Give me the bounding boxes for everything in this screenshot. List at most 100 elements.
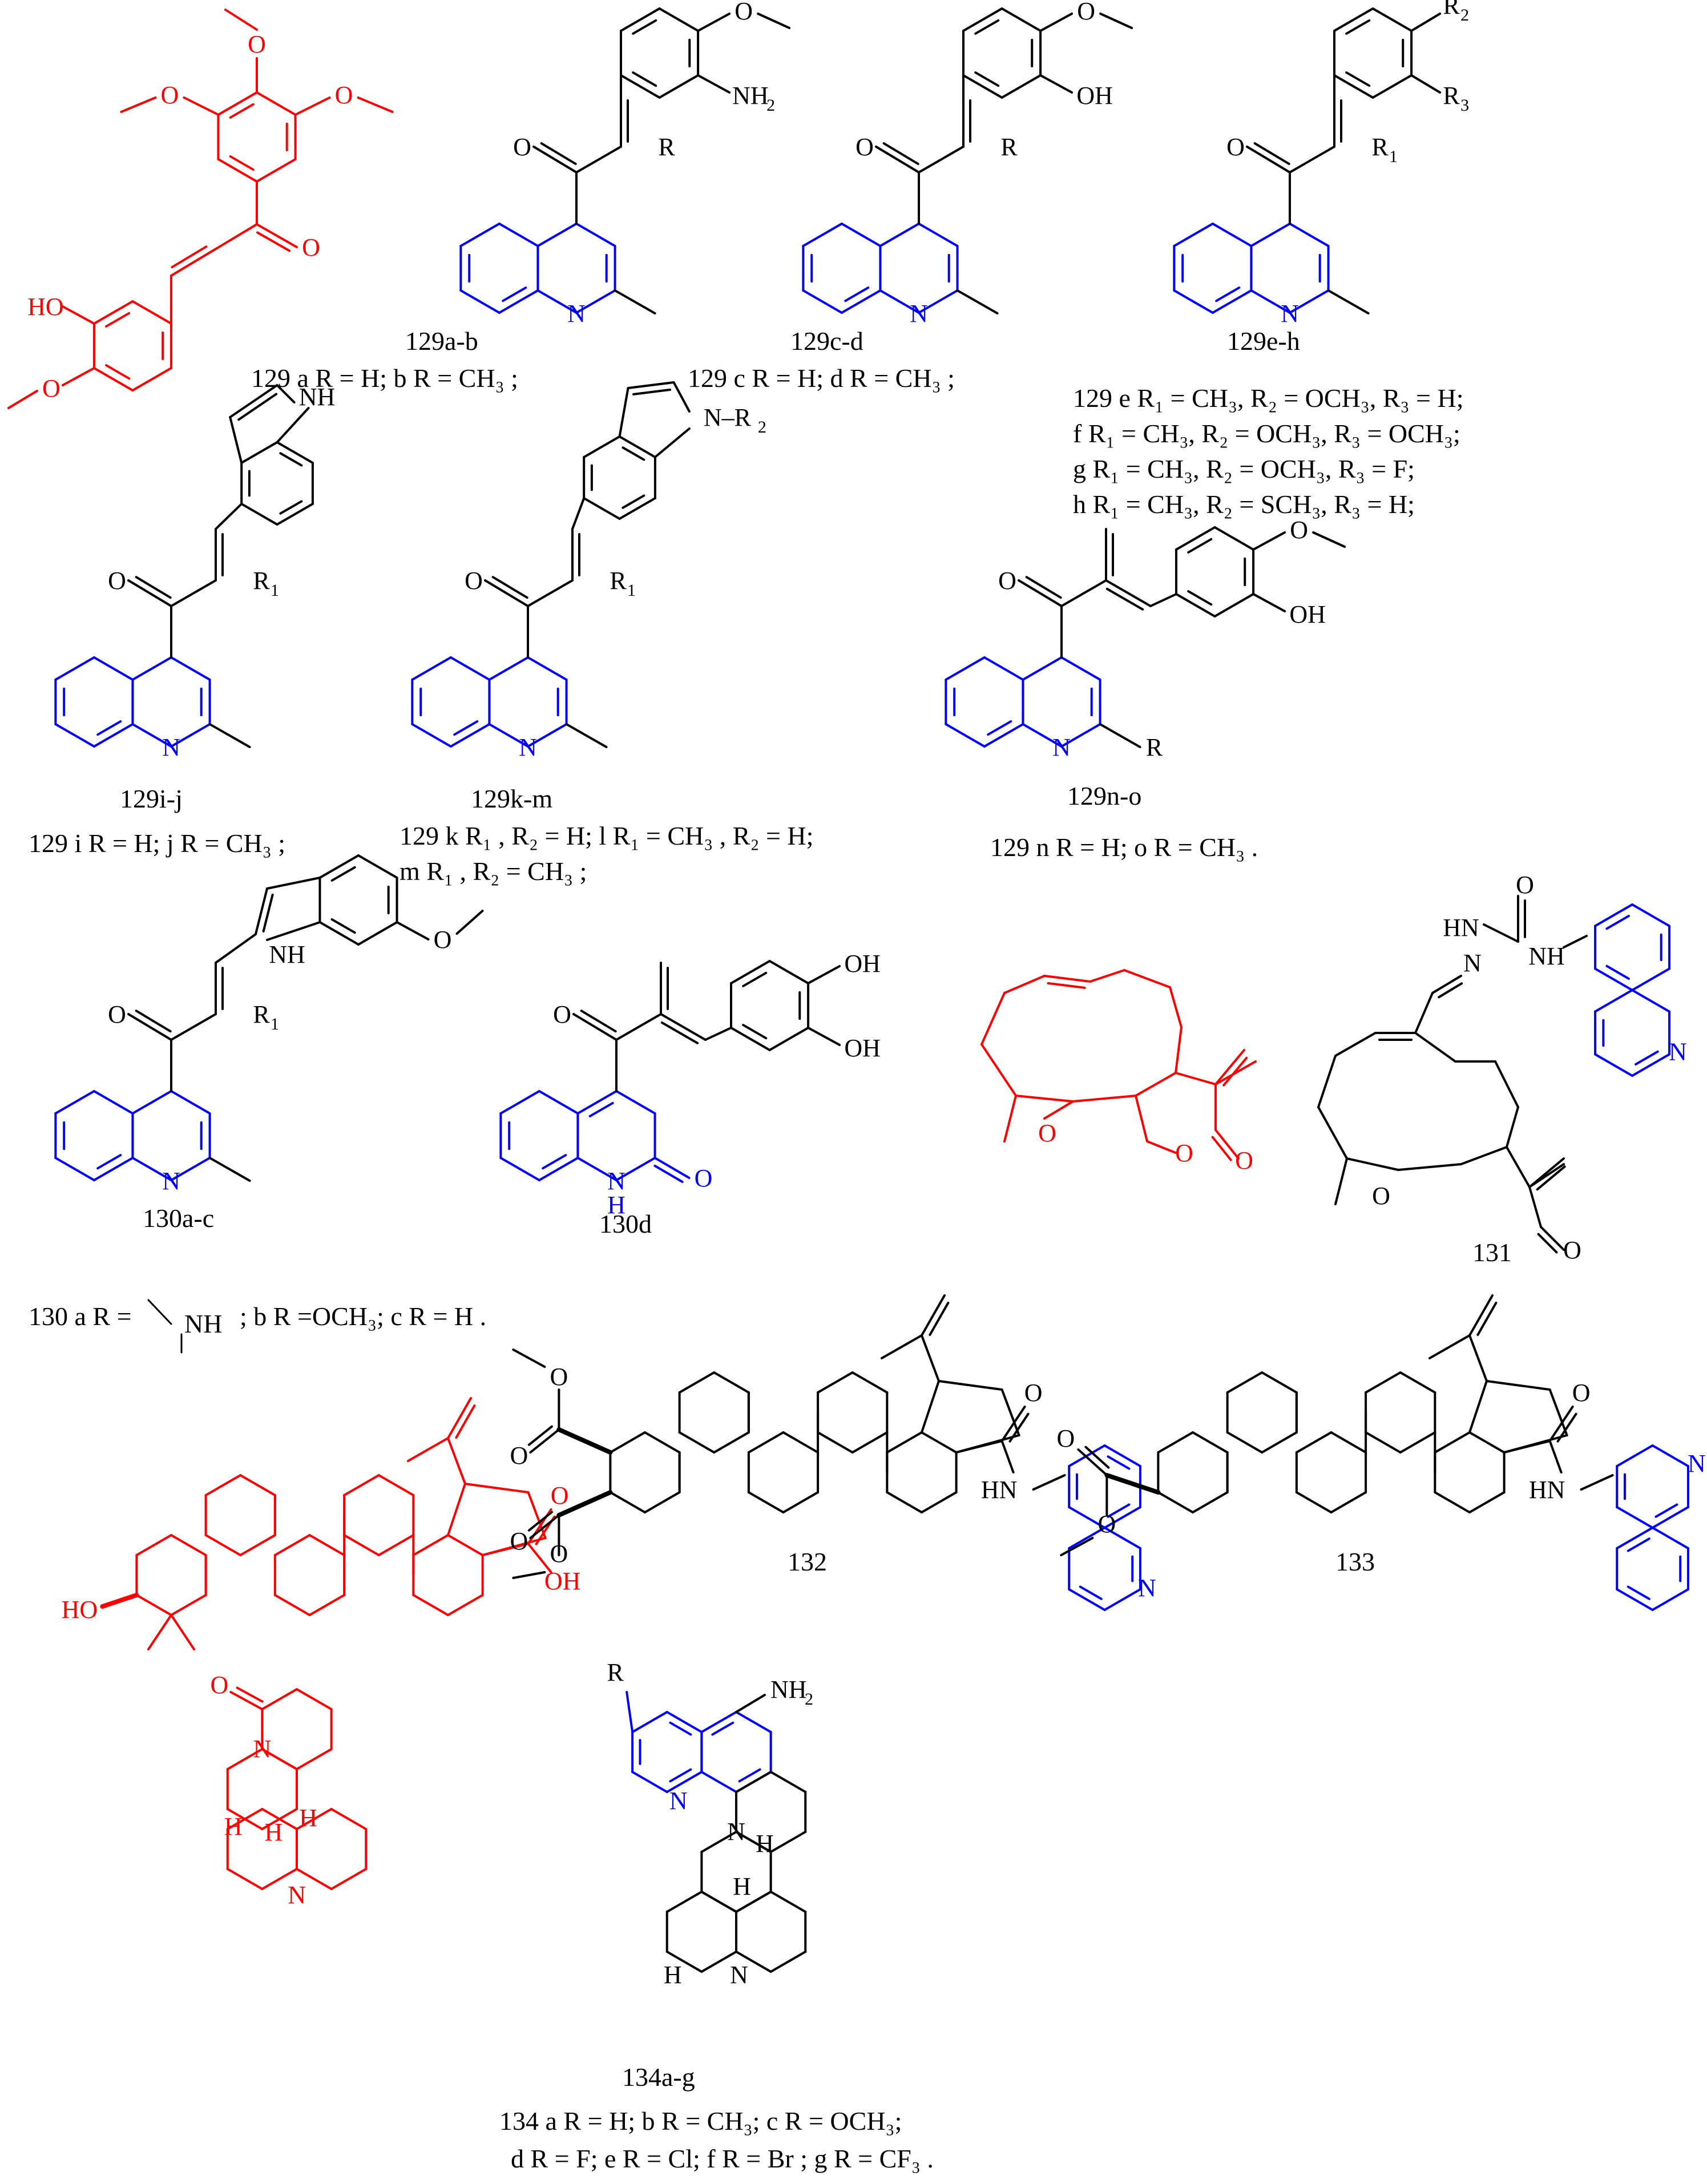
subscript: 2 — [805, 1690, 813, 1709]
atom-label: R — [1371, 133, 1389, 161]
compound-133-ring — [1295, 1491, 1333, 1513]
atom-label: O — [42, 374, 60, 402]
ring-bond — [240, 503, 279, 526]
quinoline-pyridine-ring — [488, 723, 529, 748]
bond — [183, 96, 220, 116]
quinoline-pyridine-ring — [1289, 223, 1330, 247]
bond — [1460, 1146, 1508, 1165]
label-133: 133 — [1335, 1547, 1375, 1576]
atom-label: R — [1443, 82, 1460, 110]
matrine-ring — [226, 1868, 264, 1890]
bond — [653, 427, 691, 458]
carbonyl-bond — [1018, 579, 1063, 607]
compound-132-ring — [678, 1431, 716, 1454]
bond — [1252, 593, 1286, 612]
betulinic-acid-ring — [308, 1534, 346, 1556]
quinoline-pyridine-ring — [170, 1090, 211, 1115]
betulinic-acid-ring — [343, 1534, 380, 1556]
ring-bond — [357, 921, 398, 946]
nitrogen-atom: N — [162, 1167, 180, 1195]
compound-132-ring — [851, 1371, 889, 1394]
double-bond — [653, 1164, 684, 1183]
bond — [1039, 13, 1074, 32]
label-129e-h: 129e-h — [1227, 326, 1300, 356]
caption-134a: 134 a R = H; b R = CH₃; c R = OCH₃; — [499, 2106, 902, 2135]
bond — [1410, 74, 1442, 94]
ring-bond — [620, 7, 661, 32]
carbonyl-bond — [532, 146, 578, 173]
compound-133-ring — [1399, 1371, 1436, 1394]
compound-133-ring — [1261, 1371, 1298, 1394]
quinoline-benzo-ring — [54, 723, 95, 748]
label-131: 131 — [1472, 1238, 1512, 1267]
ring-bond — [538, 1090, 579, 1115]
caption-129n-o: 129 n R = H; o R = CH₃ . — [990, 833, 1258, 862]
atom-label: N — [669, 1787, 688, 1815]
compound-132-ring — [937, 1380, 1003, 1391]
atom-label: N — [253, 1735, 271, 1763]
atom-label: NH — [1528, 942, 1565, 970]
ring-bond — [618, 497, 656, 520]
bond — [1506, 1106, 1519, 1148]
bond — [512, 1571, 546, 1579]
label-129c-d: 129c-d — [790, 326, 863, 356]
ring-bond — [730, 960, 771, 984]
bond — [266, 877, 321, 890]
bond — [1175, 1072, 1217, 1085]
atom-label: N — [730, 1961, 748, 1989]
bond — [215, 503, 243, 530]
ring-bond — [538, 1157, 579, 1181]
double-bond — [627, 381, 675, 389]
compound-132-ring — [782, 1491, 820, 1513]
matrine-ring — [261, 1868, 298, 1890]
caption-129h: h R₁ = CH₃, R₂ = SCH₃, R₃ = H; — [1073, 490, 1415, 519]
bond — [920, 1334, 940, 1382]
bond — [918, 146, 965, 173]
compound-132-ring — [609, 1491, 646, 1513]
bond — [704, 1027, 732, 1041]
quinoline-benzo-ring — [1211, 289, 1253, 314]
atom-label: O — [302, 233, 320, 261]
aromatic-bond — [96, 720, 122, 736]
double-bond — [1468, 1294, 1494, 1337]
aromatic-bond — [974, 71, 1000, 87]
double-bond — [1222, 1056, 1248, 1087]
compound-133-ring — [1192, 1491, 1229, 1513]
double-bond — [660, 1021, 699, 1044]
subscript: 2 — [1460, 6, 1469, 25]
betulinic-acid-ring — [308, 1594, 346, 1616]
ring-bond — [1103, 1588, 1141, 1611]
carbonyl-bond — [882, 142, 919, 165]
label-134a-g: 134a-g — [622, 2062, 695, 2092]
atom-label: N — [288, 1881, 306, 1909]
compound-132-ring — [886, 1431, 923, 1454]
quinoline-benzo-ring — [449, 723, 491, 748]
atom-label: O — [1175, 1139, 1193, 1167]
label-129n-o: 129n-o — [1067, 781, 1141, 810]
quinoline-pyridine-ring — [1289, 289, 1330, 314]
bond — [1104, 1473, 1161, 1495]
betulinic-acid-ring — [446, 1534, 484, 1556]
compound-132-ring — [920, 1380, 940, 1434]
quinoline-pyridine-ring — [1022, 656, 1063, 681]
atom-label: H — [607, 1191, 626, 1219]
bond — [1135, 1072, 1177, 1097]
bond — [1528, 1186, 1542, 1228]
betulinic-acid-ring — [170, 1534, 207, 1556]
atom-label: N–R — [704, 403, 752, 431]
ring-bond — [620, 74, 661, 99]
bond — [100, 1593, 139, 1609]
atom-label: OH — [1289, 600, 1326, 628]
double-bond — [446, 1397, 472, 1439]
caption-129c-d: 129 c R = H; d R = CH₃ ; — [688, 364, 955, 393]
atom-label: OH — [844, 950, 881, 978]
quinoline-pyridine-ring — [1060, 723, 1101, 748]
compound-132-ring — [920, 1491, 958, 1513]
atom-label: OH — [1076, 82, 1113, 110]
oxygen-atom: O — [513, 133, 531, 161]
atom-label: R — [253, 567, 270, 595]
ring-bond — [131, 300, 172, 325]
ring-bond — [1616, 1527, 1654, 1549]
aromatic-bond — [330, 918, 356, 934]
bond — [1327, 289, 1370, 314]
